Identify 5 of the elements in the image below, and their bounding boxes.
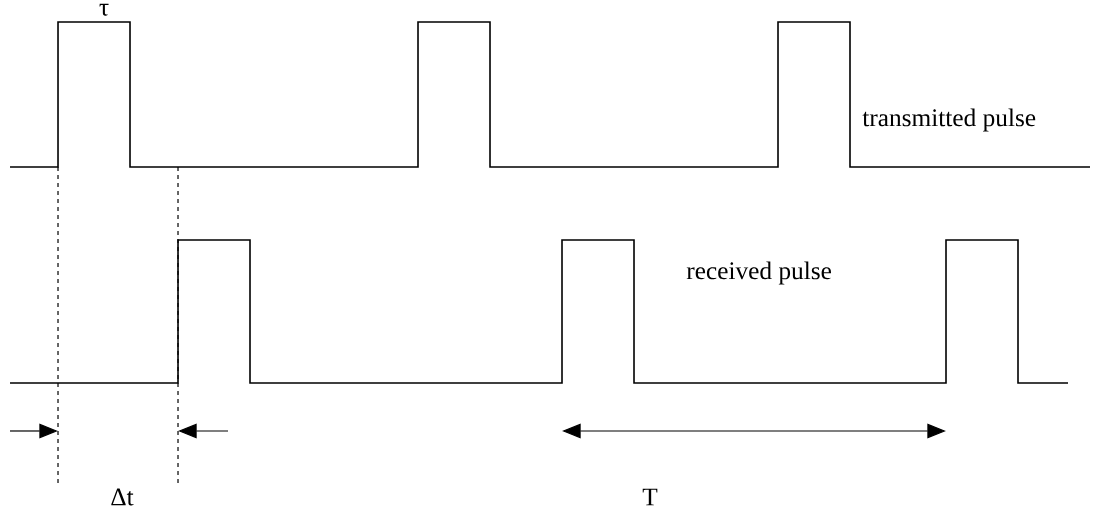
pulse-width-label: τ (99, 3, 109, 16)
signal-label: received pulse (686, 261, 831, 285)
period-label: T (642, 488, 658, 506)
signal-label: transmitted pulse (862, 108, 1036, 132)
delay-label: Δt (111, 488, 134, 506)
